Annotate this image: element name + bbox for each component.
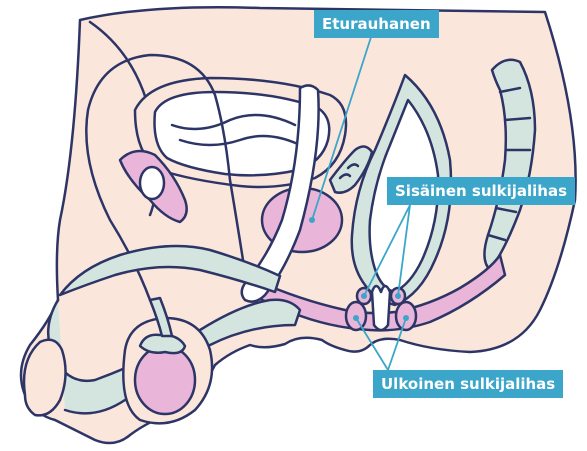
pubic-bone-inner: [140, 167, 164, 199]
internal-sphincter-dot-left: [361, 293, 367, 299]
external-sphincter-dot-right: [403, 315, 409, 321]
external-sphincter-label: Ulkoinen sulkijalihas: [373, 370, 563, 398]
epididymis: [140, 335, 185, 353]
testicle: [135, 346, 195, 414]
anal-canal: [372, 286, 390, 330]
internal-sphincter-label: Sisäinen sulkijalihas: [387, 177, 575, 205]
prostate-leader-dot: [309, 217, 315, 223]
internal-sphincter-dot-right: [395, 293, 401, 299]
prostate-label: Eturauhanen: [314, 10, 439, 38]
external-sphincter-dot-left: [353, 315, 359, 321]
